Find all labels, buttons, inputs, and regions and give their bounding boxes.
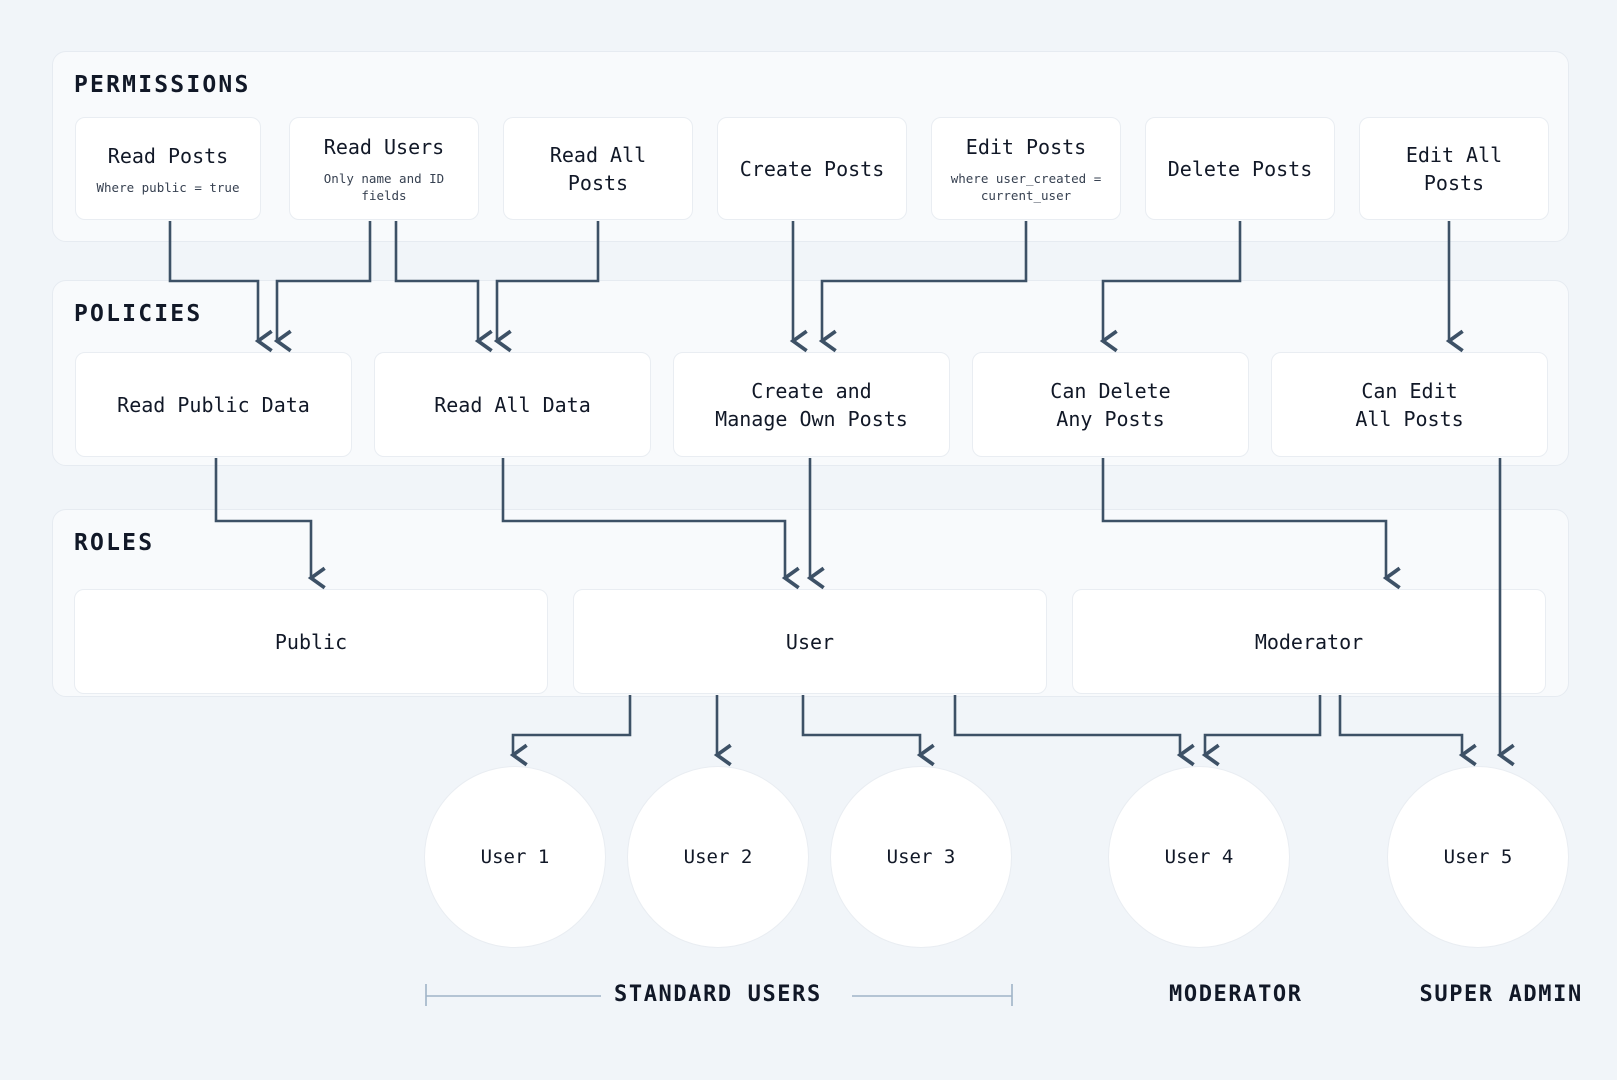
policy-card-read-all-data[interactable]: Read All Data: [374, 352, 651, 457]
role-title: Public: [274, 629, 348, 654]
permission-subtitle: Where public = true: [96, 179, 240, 195]
user-label: User 5: [1443, 846, 1513, 868]
policy-title: Can Delete Any Posts: [1050, 378, 1171, 431]
user-node-user-2[interactable]: User 2: [627, 766, 809, 948]
permission-title: Read All Posts: [549, 142, 647, 195]
section-title-permissions: PERMISSIONS: [74, 72, 251, 98]
wire-moderator-to-user-4: [1201, 695, 1322, 767]
permission-title: Read Posts: [107, 143, 229, 168]
permission-subtitle: where user_created = current_user: [950, 171, 1102, 203]
policy-card-read-public-data[interactable]: Read Public Data: [75, 352, 352, 457]
role-card-moderator[interactable]: Moderator: [1072, 589, 1546, 694]
user-label: User 1: [480, 846, 550, 868]
permission-title: Edit Posts: [965, 135, 1087, 159]
role-card-user[interactable]: User: [573, 589, 1047, 694]
role-card-public[interactable]: Public: [74, 589, 548, 694]
policy-card-create-manage-own[interactable]: Create and Manage Own Posts: [673, 352, 950, 457]
role-title: Moderator: [1254, 629, 1364, 654]
user-node-user-5[interactable]: User 5: [1387, 766, 1569, 948]
wire-moderator-to-user-5: [1338, 695, 1477, 767]
policy-title: Can Edit All Posts: [1355, 378, 1464, 431]
permission-card-read-users[interactable]: Read Users Only name and ID fields: [289, 117, 479, 220]
permission-title: Create Posts: [739, 156, 885, 181]
group-caption-super-admin: SUPER ADMIN: [1419, 982, 1583, 1007]
user-label: User 4: [1164, 846, 1234, 868]
permission-card-read-all-posts[interactable]: Read All Posts: [503, 117, 693, 220]
permission-title: Read Users: [323, 135, 445, 159]
user-node-user-4[interactable]: User 4: [1108, 766, 1290, 948]
group-caption-standard-users: STANDARD USERS: [614, 982, 822, 1007]
permission-card-read-posts[interactable]: Read Posts Where public = true: [75, 117, 261, 220]
section-title-roles: ROLES: [74, 530, 155, 556]
policy-card-can-delete-any[interactable]: Can Delete Any Posts: [972, 352, 1249, 457]
user-label: User 2: [683, 846, 753, 868]
permission-card-delete-posts[interactable]: Delete Posts: [1145, 117, 1335, 220]
permission-title: Edit All Posts: [1405, 142, 1503, 195]
policy-title: Read Public Data: [117, 392, 310, 417]
permission-title: Delete Posts: [1167, 156, 1313, 181]
permission-card-create-posts[interactable]: Create Posts: [717, 117, 907, 220]
permission-card-edit-all-posts[interactable]: Edit All Posts: [1359, 117, 1549, 220]
user-node-user-1[interactable]: User 1: [424, 766, 606, 948]
permission-card-edit-posts[interactable]: Edit Posts where user_created = current_…: [931, 117, 1121, 220]
permission-subtitle: Only name and ID fields: [323, 171, 445, 203]
group-caption-moderator: MODERATOR: [1169, 982, 1303, 1007]
wire-user-to-user-3: [801, 695, 935, 767]
bracket-standard-users-right: [852, 984, 1013, 1006]
wire-user-to-user-4: [953, 695, 1195, 767]
policy-card-can-edit-all[interactable]: Can Edit All Posts: [1271, 352, 1548, 457]
bracket-standard-users-left: [425, 984, 601, 1006]
policy-title: Create and Manage Own Posts: [715, 378, 908, 431]
section-title-policies: POLICIES: [74, 301, 203, 327]
policy-title: Read All Data: [434, 392, 591, 417]
role-title: User: [785, 629, 835, 654]
wire-public-to-user-1: [509, 695, 632, 767]
user-node-user-3[interactable]: User 3: [830, 766, 1012, 948]
user-label: User 3: [886, 846, 956, 868]
